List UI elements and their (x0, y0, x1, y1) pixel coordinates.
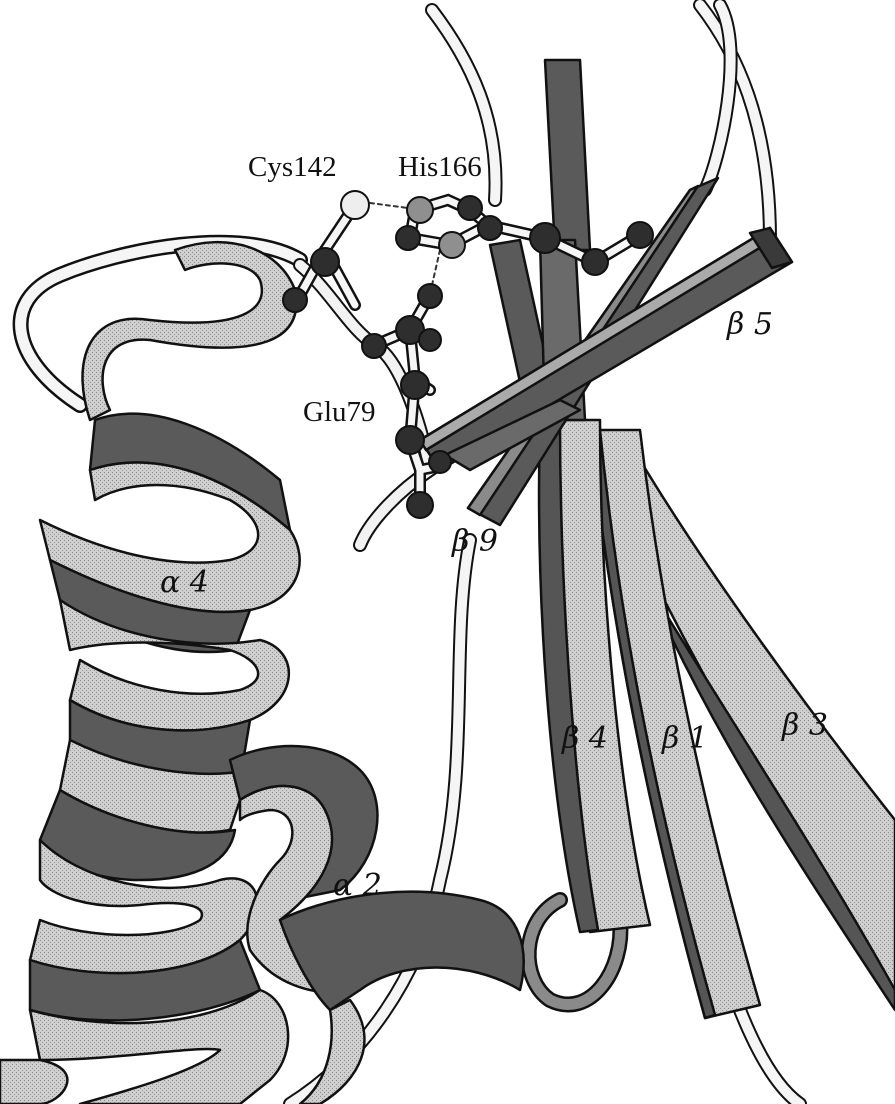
label-alpha4: α 4 (160, 565, 209, 600)
carbon-atom (530, 223, 560, 253)
nitrogen-atom (439, 232, 465, 258)
helix-a4 (40, 242, 300, 782)
carbon-atom (582, 249, 608, 275)
coil-bottom-right (740, 1010, 800, 1104)
carbon-atom (401, 371, 429, 399)
label-beta3: β 3 (781, 708, 828, 743)
carbon-atom (311, 248, 339, 276)
coil-top-right (700, 5, 770, 240)
carbon-atom (396, 226, 420, 250)
label-beta9: β 9 (451, 524, 498, 559)
helix-a2 (0, 740, 524, 1104)
carbon-atom (458, 196, 482, 220)
nitrogen-atom (407, 197, 433, 223)
hydrogen-bond-his-glu (432, 250, 440, 285)
oxygen-atom (407, 492, 433, 518)
label-beta1: β 1 (661, 721, 708, 756)
label-glu79: Glu79 (303, 396, 376, 428)
label-beta5: β 5 (726, 307, 773, 342)
carbon-atom (478, 216, 502, 240)
carbon-atom (627, 222, 653, 248)
label-cys142: Cys142 (248, 151, 337, 183)
carbon-atom (283, 288, 307, 312)
label-alpha2: α 2 (333, 868, 382, 903)
label-his166: His166 (398, 151, 482, 183)
oxygen-atom (418, 284, 442, 308)
carbon-atom (419, 329, 441, 351)
label-beta4: β 4 (561, 721, 608, 756)
oxygen-atom (429, 451, 451, 473)
hydrogen-bond-cys-his (370, 203, 408, 208)
sulfur-atom (341, 191, 369, 219)
carbon-atom (396, 426, 424, 454)
carbon-atom (362, 334, 386, 358)
